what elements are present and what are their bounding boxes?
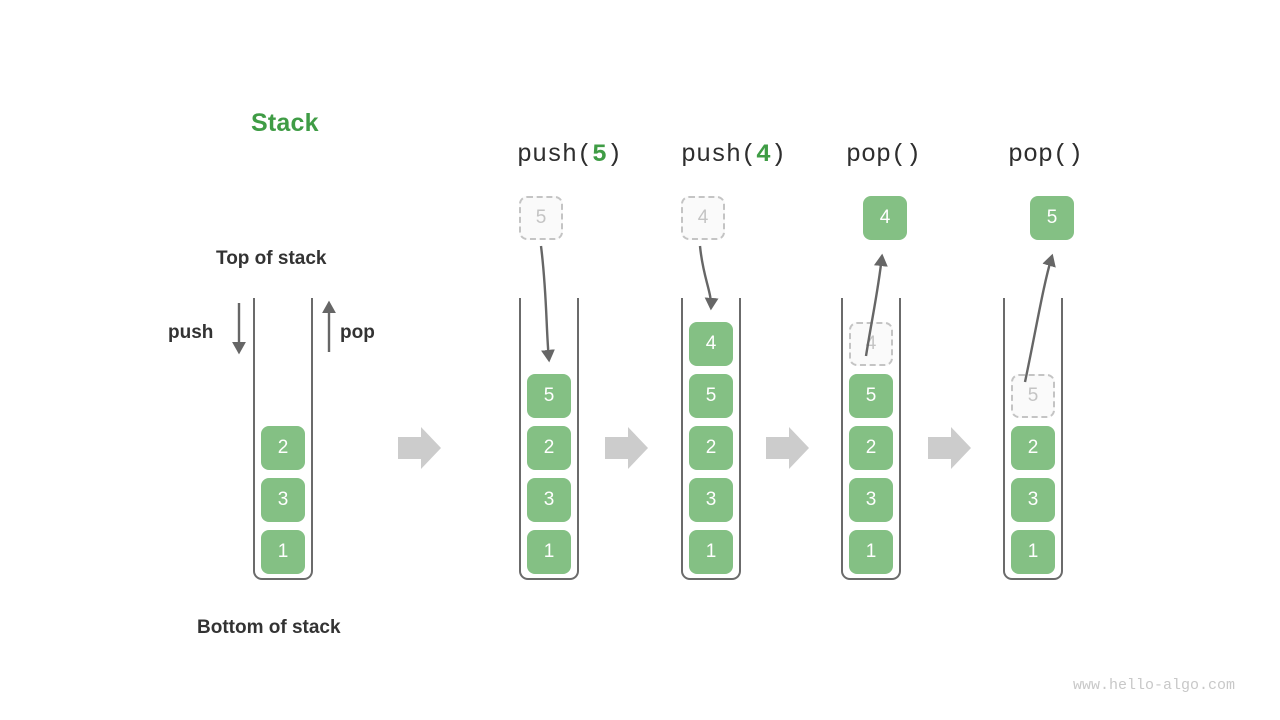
op-close: ) [607, 140, 623, 169]
stack-cell: 1 [261, 530, 305, 574]
stack-cell: 2 [849, 426, 893, 470]
transition-arrow [398, 427, 441, 469]
stack-container-pop-2 [1003, 298, 1063, 580]
stack-cell: 3 [689, 478, 733, 522]
stack-cell: 2 [261, 426, 305, 470]
stack-container-initial [253, 298, 313, 580]
popped-value: 5 [1030, 196, 1074, 240]
op-close: ) [1068, 140, 1084, 169]
op-close: ) [906, 140, 922, 169]
stack-cell-ghost: 5 [1011, 374, 1055, 418]
column-header-push-4: push(4) [681, 140, 786, 169]
stack-cell: 2 [689, 426, 733, 470]
op-arg: 4 [756, 140, 772, 169]
stack-cell: 1 [1011, 530, 1055, 574]
op-name: pop( [1008, 140, 1069, 169]
stack-cell-ghost: 4 [849, 322, 893, 366]
stack-cell: 3 [849, 478, 893, 522]
stack-container-pop-1 [841, 298, 901, 580]
stack-cell: 5 [527, 374, 571, 418]
op-name: pop( [846, 140, 907, 169]
pop-label: pop [340, 322, 375, 343]
stack-cell: 3 [527, 478, 571, 522]
transition-arrow [766, 427, 809, 469]
stack-cell: 2 [1011, 426, 1055, 470]
popped-value: 4 [863, 196, 907, 240]
column-header-pop-2: pop() [1008, 140, 1083, 169]
transition-arrow [928, 427, 971, 469]
stack-cell: 3 [1011, 478, 1055, 522]
stack-cell: 4 [689, 322, 733, 366]
op-close: ) [771, 140, 787, 169]
transition-arrow [605, 427, 648, 469]
stack-cell: 3 [261, 478, 305, 522]
watermark: www.hello-algo.com [1073, 677, 1236, 694]
stack-container-push-5 [519, 298, 579, 580]
bottom-of-stack-label: Bottom of stack [197, 617, 341, 638]
column-header-pop-1: pop() [846, 140, 921, 169]
op-arg: 5 [592, 140, 608, 169]
stack-cell: 1 [849, 530, 893, 574]
op-name: push( [681, 140, 757, 169]
top-of-stack-label: Top of stack [216, 248, 327, 269]
stack-cell: 1 [689, 530, 733, 574]
op-name: push( [517, 140, 593, 169]
column-header-push-5: push(5) [517, 140, 622, 169]
diagram-title: Stack [251, 109, 319, 137]
stack-cell: 5 [849, 374, 893, 418]
stack-cell: 1 [527, 530, 571, 574]
floating-value-ghost: 4 [681, 196, 725, 240]
stack-cell: 5 [689, 374, 733, 418]
push-label: push [168, 322, 214, 343]
floating-value-ghost: 5 [519, 196, 563, 240]
stack-cell: 2 [527, 426, 571, 470]
stack-container-push-4 [681, 298, 741, 580]
